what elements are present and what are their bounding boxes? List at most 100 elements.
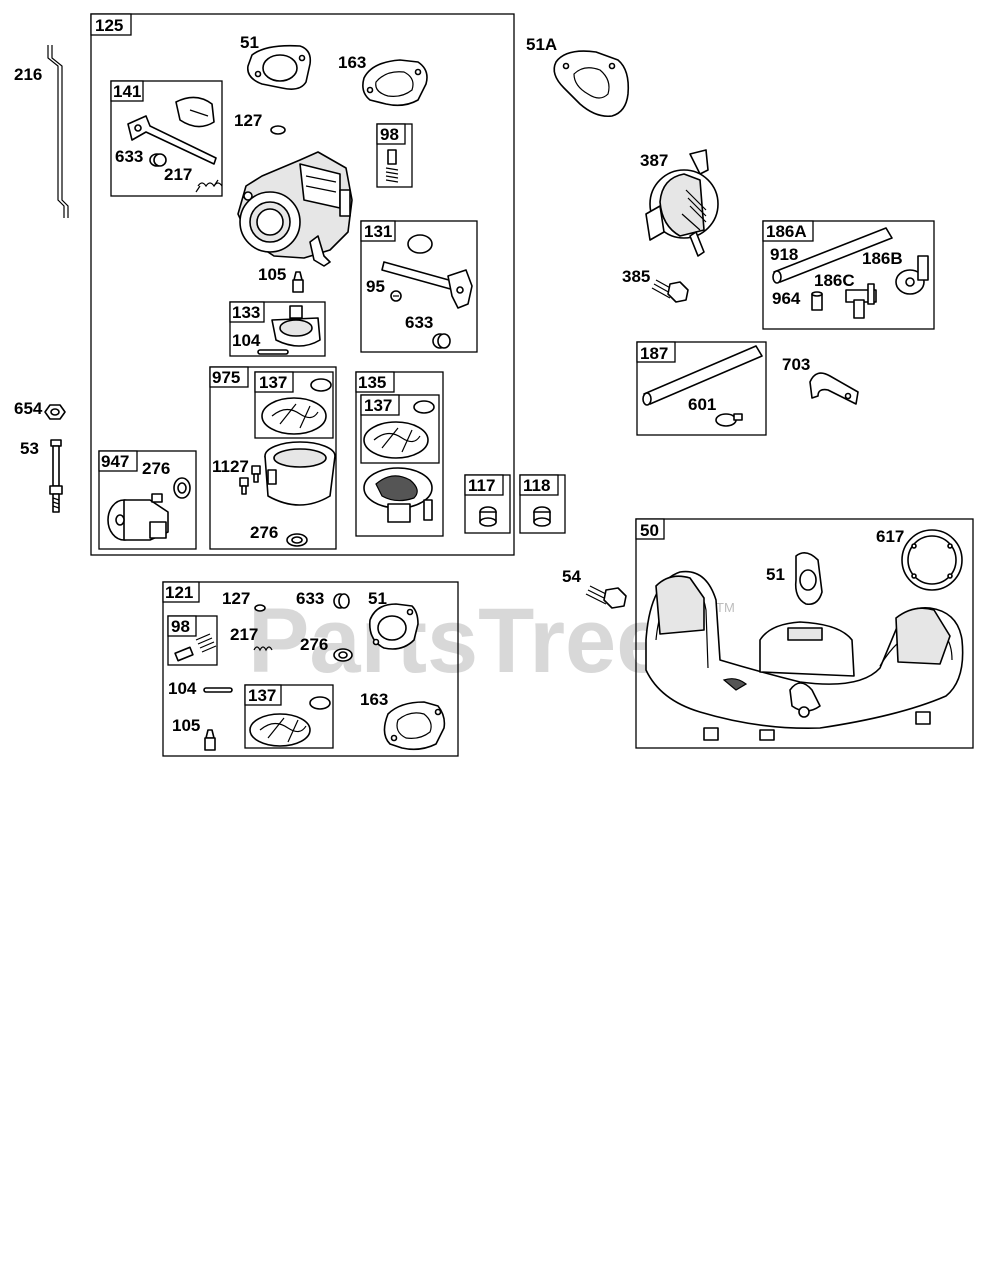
gasket-kit-137a[interactable] [261,378,332,435]
part-label-105b[interactable]: 105 [172,716,200,735]
float-bowl-975[interactable] [264,441,336,506]
box-label-50[interactable]: 50 [640,521,659,540]
part-label-216[interactable]: 216 [14,65,42,84]
part-label-964[interactable]: 964 [772,289,801,308]
box-label-118[interactable]: 118 [523,476,550,495]
seal-633b[interactable] [432,333,451,349]
clamp-964[interactable] [811,291,823,311]
box-label-131[interactable]: 131 [364,222,392,241]
nut-654[interactable] [44,404,66,420]
part-label-54[interactable]: 54 [562,567,581,586]
box-label-125[interactable]: 125 [95,16,123,35]
gasket-kit-137b[interactable] [363,400,435,459]
intake-manifold-50[interactable] [645,570,964,741]
gasket-51c[interactable] [368,603,419,650]
fitting-186B[interactable] [895,255,929,295]
needle-105b[interactable] [204,729,216,751]
pin-104a[interactable] [257,349,289,355]
part-label-703[interactable]: 703 [782,355,810,374]
part-label-633b[interactable]: 633 [405,313,433,332]
part-label-163a[interactable]: 163 [338,53,366,72]
clip-703[interactable] [809,372,859,405]
fuel-pump-387[interactable] [645,149,719,257]
box-label-187[interactable]: 187 [640,344,668,363]
part-label-186C[interactable]: 186C [814,271,855,290]
bolt-385[interactable] [651,279,689,303]
box-label-137b[interactable]: 137 [364,396,392,415]
box-label-135[interactable]: 135 [358,373,386,392]
o-ring-127a[interactable] [270,125,286,135]
seal-633a[interactable] [149,153,167,167]
gasket-163a[interactable] [362,59,428,107]
part-label-918[interactable]: 918 [770,245,798,264]
spring-217b[interactable] [253,646,273,652]
part-label-127b[interactable]: 127 [222,589,250,608]
spring-217a[interactable] [195,179,223,193]
choke-shaft-141[interactable] [127,96,217,165]
part-label-51b[interactable]: 51 [766,565,785,584]
part-label-601[interactable]: 601 [688,395,716,414]
box-label-137a[interactable]: 137 [259,373,287,392]
jet-117[interactable] [479,506,497,527]
bowl-screws-1127[interactable] [239,465,261,495]
pin-104b[interactable] [203,687,233,693]
o-ring-127b[interactable] [254,604,266,612]
part-label-633a[interactable]: 633 [115,147,143,166]
screw-spring-98a[interactable] [385,149,399,183]
part-label-53[interactable]: 53 [20,439,39,458]
needle-105a[interactable] [292,271,304,293]
part-label-633c[interactable]: 633 [296,589,324,608]
fitting-186C[interactable] [845,283,877,319]
part-label-276a[interactable]: 276 [250,523,278,542]
part-label-387[interactable]: 387 [640,151,668,170]
gasket-163b[interactable] [383,701,446,751]
part-label-1127[interactable]: 1127 [212,457,249,476]
stud-53[interactable] [49,439,63,513]
screw-95[interactable] [390,290,402,302]
bolt-54[interactable] [585,585,627,609]
jet-118[interactable] [533,506,551,527]
box-label-186A[interactable]: 186A [766,222,807,241]
washer-276c[interactable] [333,648,353,662]
box-label-121[interactable]: 121 [165,583,193,602]
gasket-617[interactable] [901,529,963,591]
carburetor-body[interactable] [237,151,353,267]
washer-276a[interactable] [286,533,308,547]
washer-276b[interactable] [173,477,191,499]
part-label-104b[interactable]: 104 [168,679,197,698]
part-label-163b[interactable]: 163 [360,690,388,709]
part-label-217b[interactable]: 217 [230,625,258,644]
gasket-51A[interactable] [553,50,630,118]
part-label-51A[interactable]: 51A [526,35,557,54]
throttle-shaft-131[interactable] [381,234,473,309]
part-label-127a[interactable]: 127 [234,111,262,130]
part-label-105a[interactable]: 105 [258,265,286,284]
part-label-217a[interactable]: 217 [164,165,192,184]
governor-link-rod-216[interactable] [47,45,69,218]
part-label-51c[interactable]: 51 [368,589,387,608]
float-133[interactable] [271,305,321,347]
fuel-line-918[interactable] [772,227,893,284]
gasket-51b[interactable] [794,552,823,606]
box-label-117[interactable]: 117 [468,476,495,495]
part-label-385[interactable]: 385 [622,267,650,286]
part-label-104a[interactable]: 104 [232,331,261,350]
part-label-654[interactable]: 654 [14,399,43,418]
box-label-98a[interactable]: 98 [380,125,399,144]
part-label-95[interactable]: 95 [366,277,385,296]
gasket-51a[interactable] [246,44,312,90]
part-label-617[interactable]: 617 [876,527,904,546]
clamp-601[interactable] [715,413,743,427]
box-label-141[interactable]: 141 [113,82,141,101]
box-label-975[interactable]: 975 [212,368,240,387]
screw-spring-98b[interactable] [174,633,217,662]
box-label-137c[interactable]: 137 [248,686,276,705]
gasket-kit-137c[interactable] [249,696,331,747]
fuel-line-187[interactable] [642,345,763,406]
seal-633c[interactable] [333,593,350,609]
part-label-186B[interactable]: 186B [862,249,903,268]
box-label-98b[interactable]: 98 [171,617,190,636]
bowl-assembly-135[interactable] [363,467,433,523]
part-label-276c[interactable]: 276 [300,635,328,654]
part-label-276b[interactable]: 276 [142,459,170,478]
